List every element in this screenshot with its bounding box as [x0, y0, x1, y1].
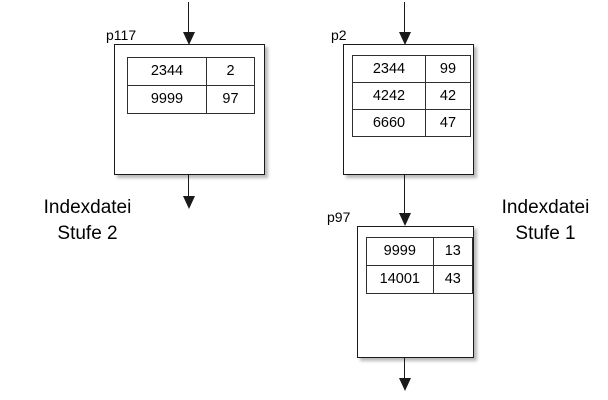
entry-pointer: 13 — [432, 237, 474, 266]
entry-key: 6660 — [352, 109, 426, 137]
block-p2[interactable]: 2344 99 4242 42 6660 47 — [343, 44, 474, 175]
table-row: 14001 43 — [366, 265, 474, 294]
arrow-into-p2 — [398, 2, 411, 45]
entry-pointer: 43 — [432, 265, 474, 294]
arrow-shaft — [187, 175, 190, 197]
arrow-head-icon — [398, 32, 411, 45]
arrow-into-p117 — [182, 2, 195, 45]
arrow-shaft — [403, 175, 406, 214]
table-row: 6660 47 — [352, 109, 471, 137]
table-row: 9999 97 — [127, 85, 255, 114]
arrow-out-p117 — [182, 175, 195, 209]
block-p97[interactable]: 9999 13 14001 43 — [357, 226, 474, 358]
caption-right-line1: Indexdatei — [501, 197, 590, 218]
arrow-head-icon — [398, 213, 411, 226]
arrow-head-icon — [182, 196, 195, 209]
block-label-p2: p2 — [331, 27, 347, 43]
arrow-shaft — [187, 2, 190, 33]
arrow-out-p97 — [398, 358, 411, 391]
caption-left-line1: Indexdatei — [43, 197, 132, 218]
table-row: 9999 13 — [366, 237, 474, 266]
arrow-p2-to-p97 — [398, 175, 411, 226]
caption-right: Indexdatei Stufe 1 — [488, 195, 603, 247]
entry-table-p117: 2344 2 9999 97 — [127, 57, 255, 114]
entry-pointer: 99 — [425, 55, 471, 83]
entry-pointer: 2 — [206, 57, 255, 86]
entry-key: 14001 — [366, 265, 434, 294]
arrow-shaft — [403, 358, 406, 379]
entry-key: 9999 — [127, 85, 207, 114]
arrow-head-icon — [182, 32, 195, 45]
arrow-shaft — [403, 2, 406, 33]
caption-left: Indexdatei Stufe 2 — [15, 195, 160, 247]
entry-key: 2344 — [127, 57, 207, 86]
table-row: 2344 99 — [352, 55, 471, 83]
arrow-head-icon — [398, 378, 411, 391]
entry-pointer: 97 — [206, 85, 255, 114]
entry-key: 2344 — [352, 55, 426, 83]
caption-right-line2: Stufe 1 — [515, 223, 576, 244]
entry-pointer: 42 — [425, 82, 471, 110]
caption-left-line2: Stufe 2 — [57, 223, 118, 244]
entry-pointer: 47 — [425, 109, 471, 137]
block-label-p117: p117 — [106, 27, 137, 43]
block-p117[interactable]: 2344 2 9999 97 — [114, 44, 265, 175]
entry-key: 9999 — [366, 237, 434, 266]
block-label-p97: p97 — [327, 209, 351, 225]
table-row: 4242 42 — [352, 82, 471, 110]
table-row: 2344 2 — [127, 57, 255, 86]
entry-table-p2: 2344 99 4242 42 6660 47 — [352, 55, 471, 137]
entry-table-p97: 9999 13 14001 43 — [366, 237, 474, 294]
entry-key: 4242 — [352, 82, 426, 110]
